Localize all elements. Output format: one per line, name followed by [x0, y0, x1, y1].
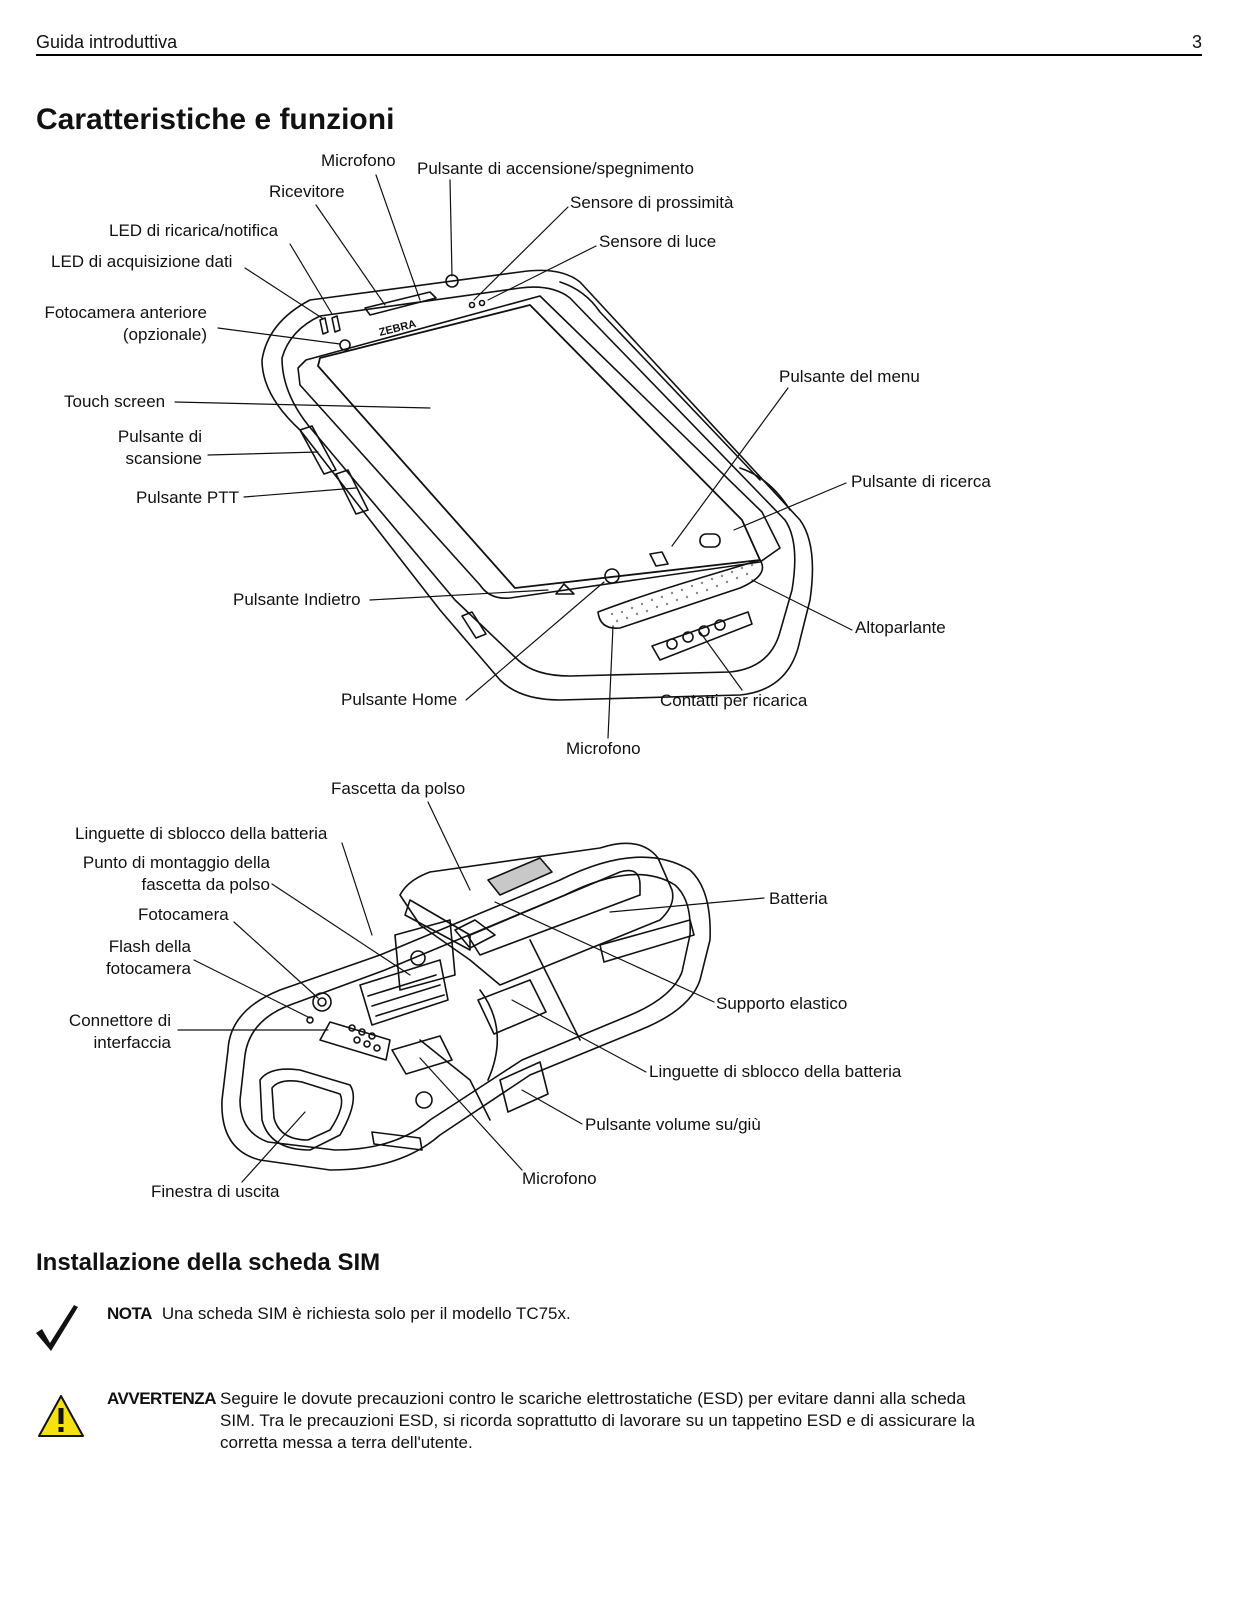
checkmark-icon: [36, 1305, 78, 1351]
label-front-camera-line2: (opzionale): [122, 325, 207, 344]
label-interface-connector: Connettore di interfaccia: [50, 1010, 171, 1054]
label-scan-button-line2: scansione: [125, 449, 202, 468]
header-page-number: 3: [1191, 32, 1202, 52]
label-power-button: Pulsante di accensione/spegnimento: [417, 159, 694, 178]
label-strap-mount: Punto di montaggio della fascetta da pol…: [60, 852, 270, 896]
label-search-button: Pulsante di ricerca: [851, 472, 991, 491]
label-home-button: Pulsante Home: [341, 690, 458, 709]
label-data-capture-led: LED di acquisizione dati: [51, 252, 233, 271]
page-header: Guida introduttiva 3: [36, 30, 1202, 56]
header-section: Guida introduttiva: [36, 32, 178, 52]
label-camera-flash-line2: fotocamera: [105, 959, 191, 978]
label-scan-button: Pulsante di scansione: [100, 426, 202, 470]
label-charge-led: LED di ricarica/notifica: [109, 221, 279, 240]
back-device-illustration: [221, 842, 711, 1171]
label-scan-button-line1: Pulsante di: [117, 427, 202, 446]
label-front-camera: Fotocamera anteriore (opzionale): [37, 302, 207, 346]
note-label: NOTA: [107, 1304, 152, 1323]
label-wrist-strap: Fascetta da polso: [331, 779, 466, 798]
label-front-camera-line1: Fotocamera anteriore: [44, 303, 207, 322]
label-strap-mount-line2: fascetta da polso: [141, 875, 270, 894]
warning-label: AVVERTENZA: [107, 1389, 216, 1408]
sim-section-title: Installazione della scheda SIM: [36, 1249, 381, 1276]
label-ptt-button: Pulsante PTT: [136, 488, 239, 507]
label-charge-contacts: Contatti per ricarica: [660, 691, 808, 710]
label-strap-mount-line1: Punto di montaggio della: [82, 853, 270, 872]
label-proximity-sensor: Sensore di prossimità: [570, 193, 734, 212]
label-speaker: Altoparlante: [855, 618, 946, 637]
label-camera-flash: Flash della fotocamera: [80, 936, 191, 980]
label-light-sensor: Sensore di luce: [599, 232, 717, 251]
warning-icon: [38, 1395, 84, 1437]
label-camera: Fotocamera: [138, 905, 229, 924]
label-menu-button: Pulsante del menu: [779, 367, 920, 386]
label-receiver: Ricevitore: [269, 182, 345, 201]
label-back-button: Pulsante Indietro: [233, 590, 361, 609]
label-camera-flash-line1: Flash della: [108, 937, 191, 956]
note-row: NOTA Una scheda SIM è richiesta solo per …: [107, 1303, 571, 1325]
label-microfono-top: Microfono: [321, 151, 396, 170]
label-interface-connector-line2: interfaccia: [93, 1033, 171, 1052]
label-back-microfono: Microfono: [522, 1169, 597, 1188]
label-battery: Batteria: [769, 889, 828, 908]
label-battery-latch-left: Linguette di sblocco della batteria: [75, 824, 328, 843]
label-touch-screen: Touch screen: [64, 392, 166, 411]
label-elastic-support: Supporto elastico: [716, 994, 848, 1013]
front-device-illustration: [261, 269, 814, 701]
warning-text: Seguire le dovute precauzioni contro le …: [220, 1389, 975, 1452]
features-title: Caratteristiche e funzioni: [36, 103, 395, 136]
label-interface-connector-line1: Connettore di: [68, 1011, 171, 1030]
label-microfono-bottom: Microfono: [566, 739, 641, 758]
label-battery-latch-right: Linguette di sblocco della batteria: [649, 1062, 902, 1081]
label-exit-window: Finestra di uscita: [151, 1182, 280, 1201]
label-volume-button: Pulsante volume su/giù: [585, 1115, 761, 1134]
note-text: Una scheda SIM è richiesta solo per il m…: [161, 1304, 571, 1323]
